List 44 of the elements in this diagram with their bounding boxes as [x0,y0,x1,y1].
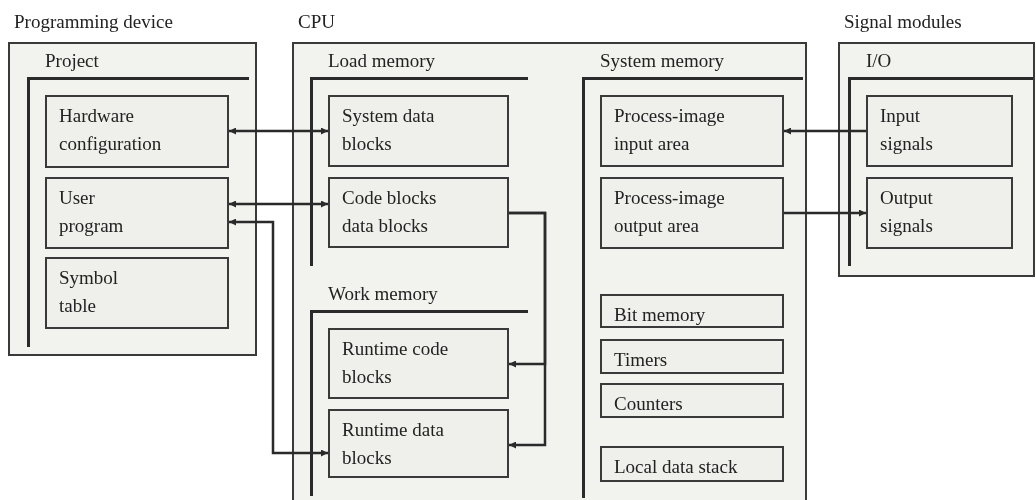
block-label: Bit memory [614,303,707,327]
memory-block [600,339,784,374]
block-label: Runtime data blocks [342,418,445,470]
group-heading: Programming device [14,10,173,34]
block-label: Runtime code blocks [342,337,450,389]
memory-block [45,95,229,168]
block-label: System data blocks [342,104,436,156]
arrow [784,127,866,135]
memory-block [45,177,229,249]
block-label: Symbol table [59,266,120,318]
group-heading: I/O [866,50,892,72]
arrow [509,211,547,449]
memory-block [600,177,784,249]
memory-block [328,409,509,478]
arrow [229,218,328,457]
arrow [784,209,866,217]
block-label: Output signals [880,186,934,238]
arrow [229,127,328,135]
memory-block [600,294,784,328]
memory-block [600,95,784,167]
block-label: User program [59,186,125,238]
block-label: Hardware configuration [59,104,163,156]
block-label: Input signals [880,104,934,156]
memory-block [45,257,229,329]
memory-block [328,177,509,248]
block-label: Code blocks data blocks [342,186,438,238]
memory-block [328,328,509,399]
group-heading: Project [45,50,99,72]
block-label: Process-image output area [614,186,726,238]
block-label: Counters [614,392,684,416]
block-label: Local data stack [614,455,739,479]
group-heading: System memory [600,50,725,72]
memory-block [328,95,509,167]
memory-block [866,95,1013,167]
block-label: Process-image input area [614,104,726,156]
memory-block [600,446,784,482]
memory-block [600,383,784,418]
group-heading: Work memory [328,283,438,305]
group-heading: Signal modules [844,10,962,34]
memory-block [866,177,1013,249]
block-label: Timers [614,348,669,372]
group-heading: CPU [298,10,335,34]
group-heading: Load memory [328,50,436,72]
arrow [229,200,328,208]
